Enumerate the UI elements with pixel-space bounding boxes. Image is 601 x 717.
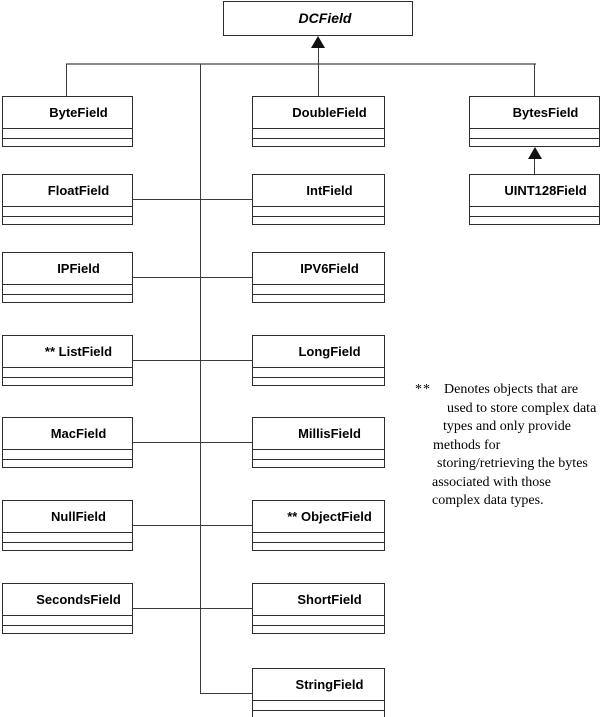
class-box-floatfield: FloatField	[2, 174, 133, 225]
class-box-ipfield: IPField	[2, 252, 133, 303]
class-box-intfield: IntField	[252, 174, 385, 225]
connector-row-macfield-millisfield	[133, 442, 252, 443]
class-box-dcfield: DCField	[223, 1, 413, 36]
class-name-doublefield: DoubleField	[253, 97, 384, 129]
bytesfield-arrow-stem	[534, 158, 535, 174]
methods-compartment	[3, 295, 132, 303]
connector-drop-bytefield	[66, 64, 67, 96]
methods-compartment	[253, 711, 384, 717]
annotation-marker: **	[415, 382, 431, 397]
class-name-secondsfield: SecondsField	[3, 584, 132, 616]
class-box-stringfield: StringField	[252, 668, 385, 717]
methods-compartment	[3, 460, 132, 468]
methods-compartment	[3, 626, 132, 634]
class-name-floatfield: FloatField	[3, 175, 132, 207]
class-box-millisfield: MillisField	[252, 417, 385, 468]
methods-compartment	[3, 139, 132, 147]
methods-compartment	[253, 378, 384, 386]
connector-drop-doublefield	[318, 64, 319, 96]
connector-row-stringfield	[200, 693, 252, 694]
class-name-objectfield: ** ObjectField	[253, 501, 384, 533]
connector-row-listfield-longfield	[133, 360, 252, 361]
attributes-compartment	[253, 285, 384, 295]
methods-compartment	[253, 139, 384, 147]
attributes-compartment	[253, 129, 384, 139]
connector-row-floatfield-intfield	[133, 199, 252, 200]
bytesfield-inheritance-arrow-icon	[528, 147, 542, 159]
methods-compartment	[253, 460, 384, 468]
connector-trunk-vertical	[200, 64, 201, 693]
annotation-line: storing/retrieving the bytes	[437, 456, 588, 471]
annotation-line: types and only provide	[443, 419, 571, 434]
methods-compartment	[253, 217, 384, 225]
annotation-line: used to store complex data	[447, 400, 597, 416]
attributes-compartment	[3, 533, 132, 543]
class-name-nullfield: NullField	[3, 501, 132, 533]
attributes-compartment	[253, 207, 384, 217]
attributes-compartment	[253, 450, 384, 460]
dcfield-arrow-stem	[318, 47, 319, 64]
class-box-bytefield: ByteField	[2, 96, 133, 147]
connector-row-nullfield-objectfield	[133, 525, 252, 526]
class-name-ipfield: IPField	[3, 253, 132, 285]
class-box-macfield: MacField	[2, 417, 133, 468]
methods-compartment	[3, 378, 132, 386]
class-name-listfield: ** ListField	[3, 336, 132, 368]
connector-top-horizontal	[66, 63, 536, 65]
class-name-intfield: IntField	[253, 175, 384, 207]
attributes-compartment	[470, 207, 599, 217]
methods-compartment	[3, 543, 132, 551]
annotation-line: complex data types.	[432, 493, 544, 508]
class-name-bytefield: ByteField	[3, 97, 132, 129]
class-box-nullfield: NullField	[2, 500, 133, 551]
attributes-compartment	[253, 368, 384, 378]
class-name-dcfield: DCField	[298, 10, 352, 26]
class-box-shortfield: ShortField	[252, 583, 385, 634]
class-box-uint128field: UINT128Field	[469, 174, 600, 225]
attributes-compartment	[470, 129, 599, 139]
connector-row-ipfield-ipv6field	[133, 277, 252, 278]
annotation-note: Denotes objects that are used to store c…	[430, 381, 597, 511]
methods-compartment	[470, 217, 599, 225]
class-box-listfield: ** ListField	[2, 335, 133, 386]
connector-row-secondsfield-shortfield	[133, 608, 252, 609]
attributes-compartment	[3, 129, 132, 139]
methods-compartment	[253, 543, 384, 551]
attributes-compartment	[3, 616, 132, 626]
attributes-compartment	[3, 368, 132, 378]
class-name-millisfield: MillisField	[253, 418, 384, 450]
attributes-compartment	[3, 207, 132, 217]
attributes-compartment	[3, 285, 132, 295]
class-name-macfield: MacField	[3, 418, 132, 450]
class-name-uint128field: UINT128Field	[470, 175, 599, 207]
class-name-longfield: LongField	[253, 336, 384, 368]
attributes-compartment	[253, 616, 384, 626]
annotation-line: methods for	[433, 437, 501, 453]
annotation-line: Denotes objects that are	[444, 382, 579, 397]
methods-compartment	[470, 139, 599, 147]
methods-compartment	[253, 295, 384, 303]
class-name-stringfield: StringField	[253, 669, 384, 701]
connector-drop-bytesfield	[534, 64, 535, 96]
class-box-bytesfield: BytesField	[469, 96, 600, 147]
methods-compartment	[253, 626, 384, 634]
annotation-line: associated with those	[432, 474, 551, 490]
class-name-ipv6field: IPV6Field	[253, 253, 384, 285]
methods-compartment	[3, 217, 132, 225]
class-name-shortfield: ShortField	[253, 584, 384, 616]
attributes-compartment	[253, 533, 384, 543]
class-box-ipv6field: IPV6Field	[252, 252, 385, 303]
attributes-compartment	[3, 450, 132, 460]
class-name-bytesfield: BytesField	[470, 97, 599, 129]
class-box-secondsfield: SecondsField	[2, 583, 133, 634]
class-box-doublefield: DoubleField	[252, 96, 385, 147]
class-box-objectfield: ** ObjectField	[252, 500, 385, 551]
class-box-longfield: LongField	[252, 335, 385, 386]
attributes-compartment	[253, 701, 384, 711]
dcfield-inheritance-arrow-icon	[311, 36, 325, 48]
